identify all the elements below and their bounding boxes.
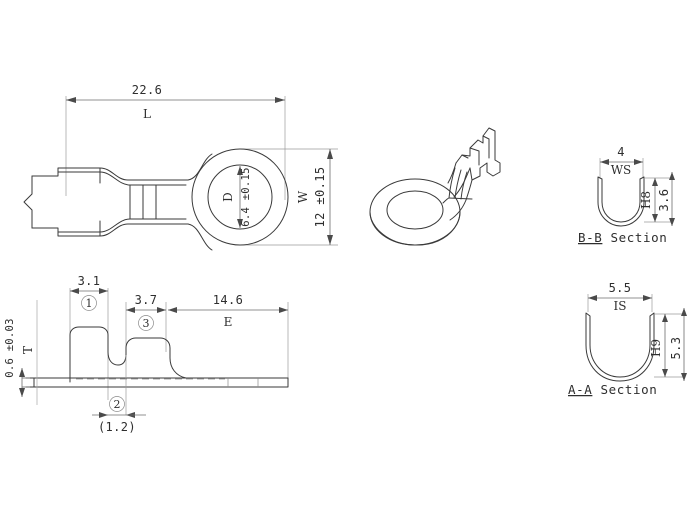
- arrow-thickness-top: [19, 368, 25, 377]
- marker-3-circle: [138, 315, 154, 331]
- arrow-hole-bottom: [237, 219, 243, 228]
- ring-outer-circle: [191, 148, 289, 246]
- arrow-146-right: [279, 307, 288, 313]
- section-aa-width-symbol: IS: [614, 299, 627, 313]
- aa-arrow-h9-top: [662, 314, 668, 322]
- iso-crimp-fold-3: [461, 154, 469, 159]
- arrow-37-left: [126, 307, 135, 313]
- aa-arrow-53-bottom: [681, 373, 687, 381]
- outline-blend-upper: [187, 153, 213, 181]
- iso-serration-1: [448, 167, 456, 199]
- bb-arrow-36-top: [669, 172, 675, 180]
- arrow-31-left: [70, 288, 79, 294]
- section-aa-label: A-A Section: [568, 382, 657, 397]
- iso-tongue-right: [449, 199, 467, 221]
- outline-blend-lower: [187, 223, 213, 251]
- outline-left-end: [23, 175, 33, 229]
- side-view-thickness-value: 0.6 ±0.03: [4, 318, 16, 378]
- section-bb-label-underlined: B-B: [578, 230, 602, 245]
- section-aa-height-symbol: H9: [649, 339, 663, 357]
- section-bb-label: B-B Section: [578, 230, 667, 245]
- outline-left-upper: [31, 167, 101, 184]
- bb-arrow-right: [634, 159, 643, 165]
- side-view-symbol-e: E: [224, 315, 233, 329]
- marker-1-label: 1: [86, 297, 93, 310]
- iso-crimp-fold-2: [482, 135, 490, 159]
- aa-arrow-left: [588, 295, 597, 301]
- top-view-length-symbol: L: [143, 107, 151, 121]
- arrow-31-right: [99, 288, 108, 294]
- bb-arrow-36-bottom: [669, 218, 675, 226]
- section-bb-height-symbol: H8: [639, 191, 653, 209]
- side-view-group: 3.1 1 3.7 3 14.6 E: [4, 274, 289, 434]
- side-base-strip: [33, 377, 289, 388]
- bb-arrow-h8-top: [652, 178, 658, 186]
- outline-neck-upper: [99, 167, 189, 181]
- iso-ring-thickness: [369, 211, 461, 246]
- iso-tongue-left: [442, 197, 450, 204]
- iso-serration-3: [460, 171, 468, 200]
- section-bb-height-value: 3.6: [657, 189, 671, 212]
- aa-arrow-right: [643, 295, 652, 301]
- ring-inner-hole: [207, 164, 273, 230]
- top-view-width-value: 12 ±0.15: [313, 167, 327, 228]
- iso-neck-upper: [447, 162, 457, 184]
- arrow-37-right: [157, 307, 166, 313]
- arrow-12-left: [99, 412, 108, 418]
- top-view-hole-value: 6.4 ±0.15: [240, 167, 252, 227]
- side-view-thickness-symbol: T: [21, 346, 35, 354]
- section-bb-group: 4 WS H8 3.6 B-B Section: [578, 145, 675, 245]
- section-bb-u-profile: [597, 176, 645, 227]
- section-bb-label-rest: Section: [602, 230, 667, 245]
- section-aa-width-value: 5.5: [609, 281, 632, 295]
- top-view-length-value: 22.6: [132, 83, 163, 97]
- marker-1-circle: [81, 295, 97, 311]
- side-view-dim-146: 14.6: [213, 293, 244, 307]
- section-aa-label-underlined: A-A: [568, 382, 592, 397]
- aa-arrow-53-top: [681, 308, 687, 316]
- marker-2-label: 2: [114, 398, 121, 411]
- outline-neck-lower: [99, 223, 189, 237]
- bb-arrow-left: [600, 159, 609, 165]
- bb-arrow-h8-bottom: [652, 214, 658, 222]
- iso-serration-base: [448, 197, 473, 200]
- top-view-hole-symbol: D: [221, 192, 235, 202]
- arrow-width-bottom: [327, 235, 333, 245]
- aa-arrow-h9-bottom: [662, 369, 668, 377]
- section-aa-label-rest: Section: [592, 382, 657, 397]
- side-view-dim-12: (1.2): [98, 420, 136, 434]
- section-aa-height-value: 5.3: [669, 337, 683, 360]
- side-profile-upper: [69, 326, 187, 383]
- section-aa-u-profile: [585, 312, 655, 382]
- iso-crimp-edge: [465, 179, 473, 201]
- marker-3-label: 3: [143, 317, 150, 330]
- iso-crimp-body: [455, 127, 501, 181]
- section-bb-width-symbol: WS: [611, 163, 632, 177]
- arrow-thickness-bottom: [19, 388, 25, 397]
- outline-neck-lower-inner: [99, 218, 187, 233]
- side-view-dim-31: 3.1: [78, 274, 101, 288]
- arrow-length-left: [66, 97, 76, 103]
- top-view-group: 22.6 L 12 ±0.15 W 6.4 ±0.15 D: [23, 83, 338, 251]
- arrow-width-top: [327, 149, 333, 159]
- arrow-hole-top: [237, 166, 243, 175]
- iso-ring-hole: [386, 190, 444, 230]
- iso-serration-2: [454, 169, 462, 199]
- iso-crimp-fold-1: [469, 147, 480, 166]
- marker-2-circle: [109, 396, 125, 412]
- section-bb-width-value: 4: [617, 145, 625, 159]
- side-view-dim-37: 3.7: [135, 293, 158, 307]
- top-view-width-symbol: W: [296, 190, 310, 203]
- outline-neck-upper-inner: [99, 171, 187, 186]
- section-aa-group: 5.5 IS H9 5.3 A-A Section: [568, 281, 687, 397]
- arrow-length-right: [275, 97, 285, 103]
- outline-left-lower: [31, 220, 101, 237]
- arrow-146-left: [168, 307, 177, 313]
- isometric-view-group: [369, 127, 501, 246]
